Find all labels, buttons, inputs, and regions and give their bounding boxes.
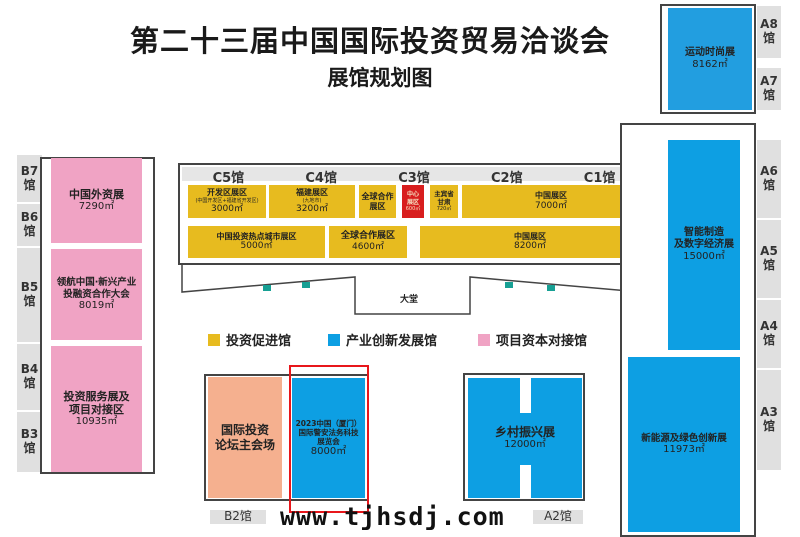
hall-label-a7: A7 馆 xyxy=(757,68,781,110)
facility-icon xyxy=(547,285,555,291)
hall-label-a8: A8 馆 xyxy=(757,6,781,58)
hall-label-b7: B7 馆 xyxy=(17,155,42,202)
legend-industry-innovation: 产业创新发展馆 xyxy=(328,330,437,349)
zone-china-8200[interactable]: 中国展区 8200㎡ xyxy=(420,226,640,258)
zone-area: 8019㎡ xyxy=(78,299,115,311)
zone-emerging-industry[interactable]: 领航中国·新兴产业 投融资合作大会 8019㎡ xyxy=(51,249,142,340)
facility-icon xyxy=(505,282,513,288)
zone-fujian[interactable]: 福建展区 (九地市) 3200㎡ xyxy=(269,185,355,218)
hall-label-a5: A5 馆 xyxy=(757,220,781,298)
hall-label-b5: B5 馆 xyxy=(17,248,42,342)
zone-sports-fashion[interactable]: 运动时尚展 8162㎡ xyxy=(668,8,752,110)
zone-area: 3200㎡ xyxy=(296,203,328,214)
hall-label-c4: C4馆 xyxy=(305,171,337,186)
lobby-label: 大堂 xyxy=(400,295,419,305)
legend-label: 投资促进馆 xyxy=(226,334,292,349)
zone-name: 投资服务展及 项目对接区 xyxy=(63,389,130,416)
zone-area: 3000㎡ xyxy=(211,203,243,214)
zone-investment-forum[interactable]: 国际投资 论坛主会场 xyxy=(208,377,282,498)
c-hall-label-bar: C5馆 C4馆 C3馆 C2馆 C1馆 xyxy=(182,167,646,186)
zone-global-cooperation-small[interactable]: 全球合作 展区 xyxy=(359,185,396,218)
zone-name: 中心 展区 xyxy=(406,191,419,206)
zone-area: 600㎡ xyxy=(405,205,421,212)
hall-label-c1: C1馆 xyxy=(583,171,616,186)
zone-name: 乡村振兴展 xyxy=(494,424,555,439)
legend-swatch xyxy=(208,333,220,346)
zone-area: 720㎡ xyxy=(436,206,452,213)
zone-name: 中国展区 xyxy=(535,191,567,201)
wall-mask xyxy=(622,125,662,355)
legend-capital-matching: 项目资本对接馆 xyxy=(478,330,587,349)
legend-swatch xyxy=(328,333,340,346)
hall-label-c5: C5馆 xyxy=(212,171,245,186)
zone-area: 8200㎡ xyxy=(514,241,546,252)
zone-area: 7290㎡ xyxy=(78,201,115,213)
highlight-frame xyxy=(289,365,369,513)
hall-label-b2: B2馆 xyxy=(210,509,266,524)
zone-guest-province-gansu[interactable]: 主宾省 甘肃 720㎡ xyxy=(430,185,458,218)
zone-smart-manufacturing[interactable]: 智能制造 及数字经济展 15000㎡ xyxy=(668,140,740,350)
facility-icon xyxy=(302,282,310,288)
zone-area: 10935㎡ xyxy=(75,416,118,428)
zone-area: 11973㎡ xyxy=(663,444,705,456)
zone-name: 2023中国（厦门） 国际警安法务科技 展览会 xyxy=(295,418,362,446)
zone-area: 12000㎡ xyxy=(504,439,546,451)
legend-label: 项目资本对接馆 xyxy=(496,334,588,349)
zone-name: 智能制造 及数字经济展 xyxy=(674,227,734,250)
page-subtitle: 展馆规划图 xyxy=(327,66,433,90)
legend-swatch xyxy=(478,333,490,346)
zone-area: 5000㎡ xyxy=(240,241,273,252)
facility-icon xyxy=(263,285,271,291)
hall-label-a6: A6 馆 xyxy=(757,140,781,218)
zone-name: 开发区展区 xyxy=(207,188,247,198)
zone-area: 7000㎡ xyxy=(535,200,567,211)
zone-name: 中国外资展 xyxy=(69,187,124,201)
zone-name: 新能源及绿色创新展 xyxy=(641,432,727,444)
zone-note: (九地市) xyxy=(302,197,322,204)
zone-name: 运动时尚展 xyxy=(685,47,735,58)
zone-area: 8000㎡ xyxy=(310,445,347,457)
zone-area: 4600㎡ xyxy=(352,242,384,252)
hall-label-b3: B3 馆 xyxy=(17,412,42,472)
hall-label-b4: B4 馆 xyxy=(17,344,42,410)
zone-name: 领航中国·新兴产业 投融资合作大会 xyxy=(56,277,137,300)
zone-hot-cities[interactable]: 中国投资热点城市展区 5000㎡ xyxy=(188,226,325,258)
legend-label: 产业创新发展馆 xyxy=(346,334,438,349)
zone-name: 全球合作 展区 xyxy=(361,191,394,211)
lobby-outline xyxy=(181,264,641,315)
zone-global-cooperation[interactable]: 全球合作展区 4600㎡ xyxy=(329,226,407,258)
zone-development[interactable]: 开发区展区 (中国开发区+福建省开发区) 3000㎡ xyxy=(188,185,266,218)
zone-note: (中国开发区+福建省开发区) xyxy=(195,197,259,204)
hall-label-c3: C3馆 xyxy=(398,171,430,186)
legend-investment-promotion: 投资促进馆 xyxy=(208,330,291,349)
corridor xyxy=(520,378,531,413)
zone-name: 中国投资热点城市展区 xyxy=(216,231,297,241)
zone-area: 15000㎡ xyxy=(683,251,725,262)
zone-china-7000[interactable]: 中国展区 7000㎡ xyxy=(462,185,640,218)
hall-label-a3: A3 馆 xyxy=(757,370,781,470)
zone-name: 全球合作展区 xyxy=(340,231,395,242)
hall-label-a4: A4 馆 xyxy=(757,300,781,368)
zone-center[interactable]: 中心 展区 600㎡ xyxy=(402,185,424,218)
zone-new-energy[interactable]: 新能源及绿色创新展 11973㎡ xyxy=(628,357,740,532)
zone-name: 中国展区 xyxy=(514,231,546,241)
hall-label-a2: A2馆 xyxy=(533,509,583,524)
zone-area: 8162㎡ xyxy=(692,59,728,70)
zone-name: 福建展区 xyxy=(296,188,328,198)
zone-name: 主宾省 甘肃 xyxy=(434,189,454,206)
hall-label-b6: B6 馆 xyxy=(17,204,42,246)
hall-label-c2: C2馆 xyxy=(490,171,523,186)
zone-foreign-investment[interactable]: 中国外资展 7290㎡ xyxy=(51,158,142,243)
page-title: 第二十三届中国国际投资贸易洽谈会 xyxy=(129,24,610,58)
zone-investment-services[interactable]: 投资服务展及 项目对接区 10935㎡ xyxy=(51,346,142,472)
zone-security-legal-expo[interactable]: 2023中国（厦门） 国际警安法务科技 展览会 8000㎡ xyxy=(292,378,365,498)
watermark: www.tjhsdj.com xyxy=(280,502,505,531)
corridor xyxy=(520,465,531,498)
